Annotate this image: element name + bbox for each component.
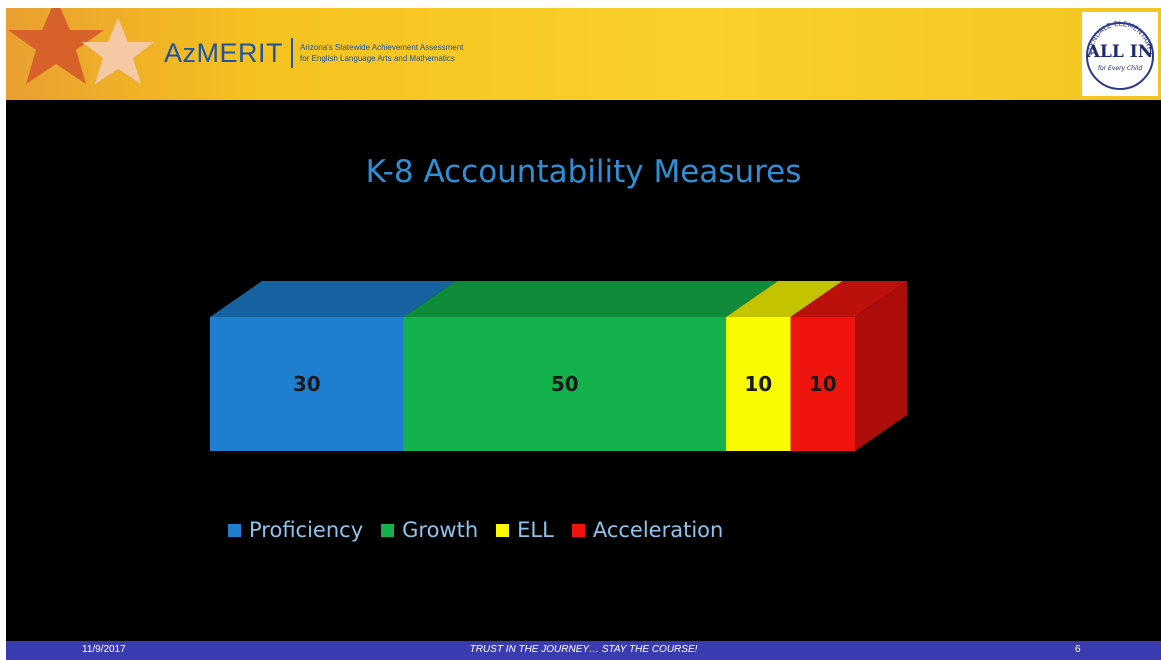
star-icon <box>82 18 154 84</box>
bar-group: 30 50 10 10 <box>210 281 907 451</box>
legend-swatch <box>496 523 510 537</box>
legend-label: Proficiency <box>249 518 364 542</box>
chart-legend: Proficiency Growth ELL Acceleration <box>228 514 741 546</box>
logo-divider <box>291 38 294 68</box>
legend-label: Growth <box>402 518 479 542</box>
legend-swatch <box>571 523 585 537</box>
legend-item-proficiency: Proficiency <box>228 518 363 542</box>
bar-top-acceleration <box>790 281 907 317</box>
slide: AzMERIT Arizona's Statewide Achievement … <box>6 8 1161 660</box>
stacked-bar-chart: 30 50 10 10 <box>210 281 907 451</box>
footer-bar: 11/9/2017 TRUST IN THE JOURNEY… STAY THE… <box>6 641 1161 660</box>
logo-subline-1: Arizona's Statewide Achievement Assessme… <box>300 43 464 52</box>
seal-center-text: ALL IN <box>1086 42 1154 62</box>
azmerit-logo: AzMERIT Arizona's Statewide Achievement … <box>164 30 463 76</box>
legend-item-ell: ELL <box>496 518 554 542</box>
stars-decoration <box>8 8 154 84</box>
bar-side-acceleration <box>855 281 907 451</box>
bar-top-growth <box>403 281 778 317</box>
footer-tagline: TRUST IN THE JOURNEY… STAY THE COURSE! <box>469 644 698 655</box>
legend-label: ELL <box>517 518 554 542</box>
bar-segment-ell <box>726 317 791 451</box>
legend-swatch <box>381 523 395 537</box>
data-label-growth: 50 <box>551 372 579 396</box>
star-icon <box>8 8 104 84</box>
footer-date: 11/9/2017 <box>82 644 126 655</box>
page-number: 6 <box>1075 644 1081 655</box>
data-label-acceleration: 10 <box>809 372 837 396</box>
seal-small-text: for Every Child <box>1098 65 1142 72</box>
logo-text: AzMERIT <box>164 37 284 68</box>
data-label-proficiency: 30 <box>293 372 321 396</box>
logo-subline-2: for English Language Arts and Mathematic… <box>300 54 455 63</box>
bar-top-ell <box>726 281 843 317</box>
bar-segment-proficiency <box>210 317 404 451</box>
chart-title: K-8 Accountability Measures <box>365 154 802 190</box>
district-seal-logo: GLENDALE ELEMENTARY SCHOOL DISTRICT ALL … <box>1082 12 1158 96</box>
logo-subtitle: Arizona's Statewide Achievement Assessme… <box>300 42 463 64</box>
legend-item-acceleration: Acceleration <box>571 518 724 542</box>
bar-segment-acceleration <box>790 317 855 451</box>
header-banner: AzMERIT Arizona's Statewide Achievement … <box>6 8 1161 100</box>
bar-top-proficiency <box>210 281 456 317</box>
legend-item-growth: Growth <box>381 518 478 542</box>
legend-label: Acceleration <box>592 518 724 542</box>
legend-swatch <box>228 523 241 537</box>
data-label-ell: 10 <box>744 372 772 396</box>
bar-segment-growth <box>403 317 726 451</box>
